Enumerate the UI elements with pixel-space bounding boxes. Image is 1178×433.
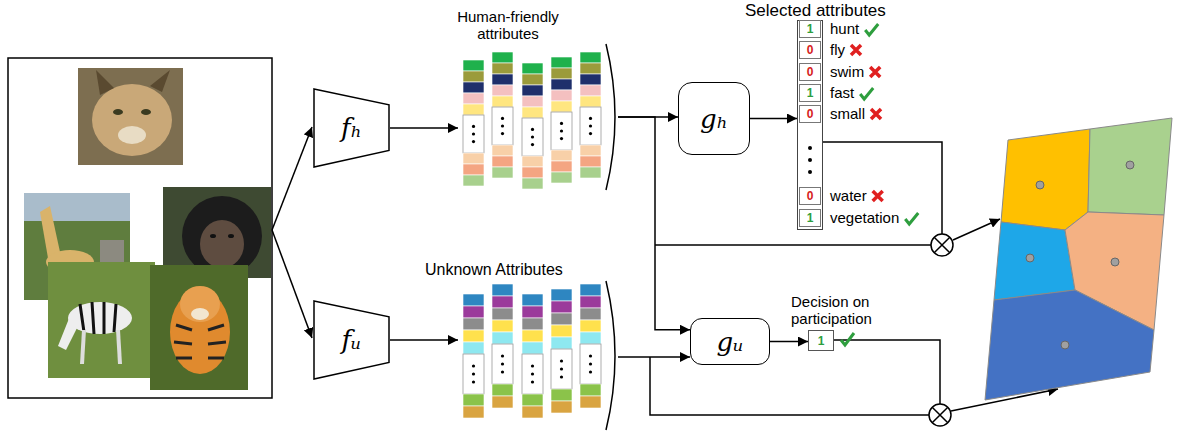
- encoder-label: fᵤ: [342, 325, 362, 355]
- bit-value: 1: [818, 334, 825, 348]
- selector-label: gᵤ: [716, 327, 743, 357]
- feature-vector: [463, 52, 601, 189]
- connector-arrow: [390, 127, 458, 129]
- cross-mark: [870, 67, 880, 77]
- connector-arrow: [618, 356, 690, 358]
- attribute-name: swim: [830, 62, 864, 82]
- encoder-trapezoid: fᵤ: [313, 300, 390, 380]
- lynx-photo: [78, 68, 183, 165]
- bit-value: 1: [799, 209, 821, 227]
- cross-mark: [851, 45, 861, 55]
- bit-value: 0: [799, 105, 821, 123]
- attribute-name: fast: [830, 83, 854, 103]
- feature-vector: [463, 284, 601, 418]
- bit-value: 0: [799, 187, 821, 205]
- attribute-name: vegetation: [830, 208, 899, 228]
- bit-value: 0: [799, 41, 821, 59]
- chimpanzee-photo: [163, 187, 271, 278]
- cross-mark: [871, 109, 881, 119]
- multiply-symbol: [929, 234, 953, 426]
- selector-box: gᵤ: [690, 318, 770, 365]
- connector-arrow: [750, 118, 797, 120]
- check-mark: [865, 24, 878, 35]
- encoder-label: fₕ: [341, 113, 362, 143]
- check-mark: [841, 333, 854, 345]
- connector-arrow: [770, 341, 808, 343]
- voronoi-partition: [985, 118, 1172, 400]
- zebra-photo: [48, 262, 155, 378]
- feature-arrows: [272, 127, 312, 338]
- attribute-brackets: [606, 44, 615, 430]
- ellipsis-dots: [808, 146, 812, 174]
- cross-mark: [873, 191, 883, 201]
- group-heading: Human-friendly attributes: [448, 8, 568, 42]
- check-mark: [905, 213, 918, 224]
- attribute-name: fly: [830, 40, 845, 60]
- bit-value: 0: [799, 63, 821, 81]
- attribute-vectors: Human-friendly attributes: [458, 46, 618, 188]
- group-heading: Selected attributes: [745, 2, 886, 20]
- connector-arrow: [390, 339, 458, 341]
- selector-box: gₕ: [678, 82, 750, 155]
- attribute-name: water: [830, 186, 867, 206]
- connector-arrow: [618, 117, 690, 330]
- tiger-photo: [150, 265, 248, 390]
- group-heading: Decision on participation: [791, 293, 911, 327]
- bit-value: 1: [799, 20, 821, 38]
- bit-value: 1: [799, 84, 821, 102]
- group-heading: Unknown Attributes: [425, 261, 563, 279]
- attribute-name: small: [830, 104, 865, 124]
- attribute-name: hunt: [830, 19, 859, 39]
- encoder-trapezoid: fₕ: [313, 88, 390, 168]
- selector-label: gₕ: [700, 104, 728, 134]
- attribute-vectors: Unknown Attributes: [458, 282, 618, 432]
- check-mark: [860, 88, 873, 99]
- image-set: [8, 58, 272, 398]
- participation-bit: Decision on participation1: [808, 330, 834, 351]
